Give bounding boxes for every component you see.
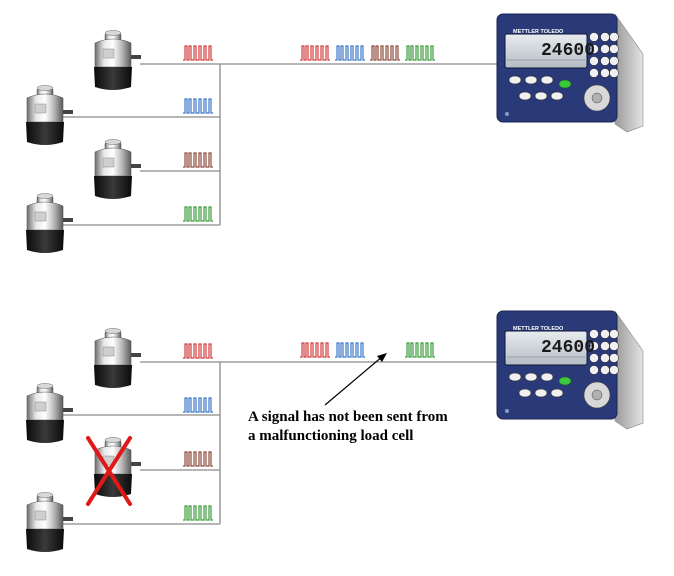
pulse-signal-icon (404, 342, 436, 358)
terminal-brand: METTLER TOLEDO (513, 29, 564, 35)
load-cell-icon (93, 30, 142, 91)
pulse-signal-icon (182, 45, 214, 61)
pulse-signal-icon (299, 45, 331, 61)
load-cell-icon (25, 492, 74, 553)
pulse-signal-icon (334, 45, 366, 61)
load-cell-icon (93, 328, 142, 389)
annotation-arrow (324, 353, 387, 406)
pulse-signal-icon (334, 342, 366, 358)
load-cell-icon (25, 193, 74, 254)
annotation-line-2: a malfunctioning load cell (248, 428, 414, 444)
wiring (62, 63, 510, 226)
malfunction-annotation: A signal has not been sent from a malfun… (248, 408, 548, 446)
terminal-weight-display: 24600 (541, 338, 595, 358)
pulse-signal-icon (299, 342, 331, 358)
pulse-signal-icon (369, 45, 401, 61)
terminal-weight-display: 24600 (541, 41, 595, 61)
pulse-signal-icon (182, 343, 214, 359)
pulse-signal-icon (182, 397, 214, 413)
wiring (62, 361, 510, 525)
pulse-signal-icon (182, 206, 214, 222)
load-cell-icon (25, 85, 74, 146)
load-cell-icon (25, 383, 74, 444)
pulse-signal-icon (182, 152, 214, 168)
pulse-signal-icon (182, 451, 214, 467)
bottom-scenario: METTLER TOLEDO 24600 (25, 310, 644, 553)
annotation-line-1: A signal has not been sent from (248, 409, 448, 425)
pulse-signal-icon (182, 505, 214, 521)
terminal-brand: METTLER TOLEDO (513, 326, 564, 332)
weighing-terminal-icon: METTLER TOLEDO 24600 (496, 310, 644, 430)
load-cell-icon (93, 139, 142, 200)
weighing-terminal-icon: METTLER TOLEDO 24600 (496, 13, 644, 133)
top-scenario: METTLER TOLEDO 24600 (25, 13, 644, 254)
red-x-icon (86, 436, 132, 506)
pulse-signal-icon (182, 98, 214, 114)
pulse-signal-icon (404, 45, 436, 61)
